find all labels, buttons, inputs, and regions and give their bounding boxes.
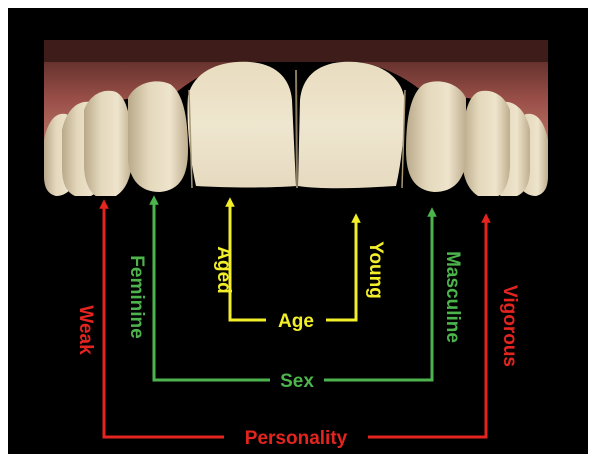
tooth-right-central <box>298 62 405 189</box>
masculine-label: Masculine <box>442 251 463 343</box>
age-label: Age <box>278 311 314 332</box>
photo-bottom-edge <box>44 196 548 200</box>
sex-label: Sex <box>280 371 314 392</box>
tooth-left-canine <box>84 91 132 200</box>
tooth-left-lateral <box>128 81 188 192</box>
tooth-gap-center <box>296 70 297 188</box>
tooth-right-canine <box>462 91 510 200</box>
vigorous-label: Vigorous <box>499 285 520 367</box>
aged-label: Aged <box>213 246 234 294</box>
weak-label: Weak <box>75 305 96 355</box>
feminine-label: Feminine <box>126 255 147 338</box>
gum-top-band <box>44 40 548 62</box>
young-label: Young <box>365 241 386 299</box>
personality-label: Personality <box>245 428 348 449</box>
tooth-right-lateral <box>406 81 466 192</box>
tooth-left-central <box>187 62 296 188</box>
